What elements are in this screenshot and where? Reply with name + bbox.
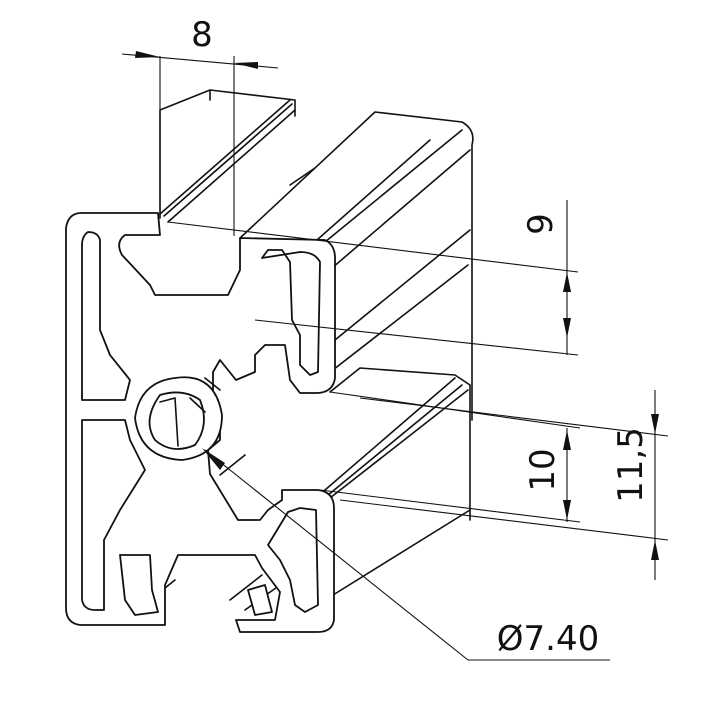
dimension-label-slot-width: 8 xyxy=(191,15,213,55)
dimension-label-outer-slot: 11,5 xyxy=(611,427,651,503)
dimension-label-inner-slot: 10 xyxy=(523,448,563,491)
dimension-slot-width xyxy=(121,51,279,236)
dimension-bore-diameter xyxy=(202,448,610,661)
dimension-outer-slot xyxy=(339,390,669,580)
profile-front-face xyxy=(65,212,336,633)
dimension-label-slot-depth: 9 xyxy=(521,213,561,235)
dimension-slot-depth xyxy=(167,200,579,356)
dimension-label-bore-diameter: Ø7.40 xyxy=(497,619,599,659)
